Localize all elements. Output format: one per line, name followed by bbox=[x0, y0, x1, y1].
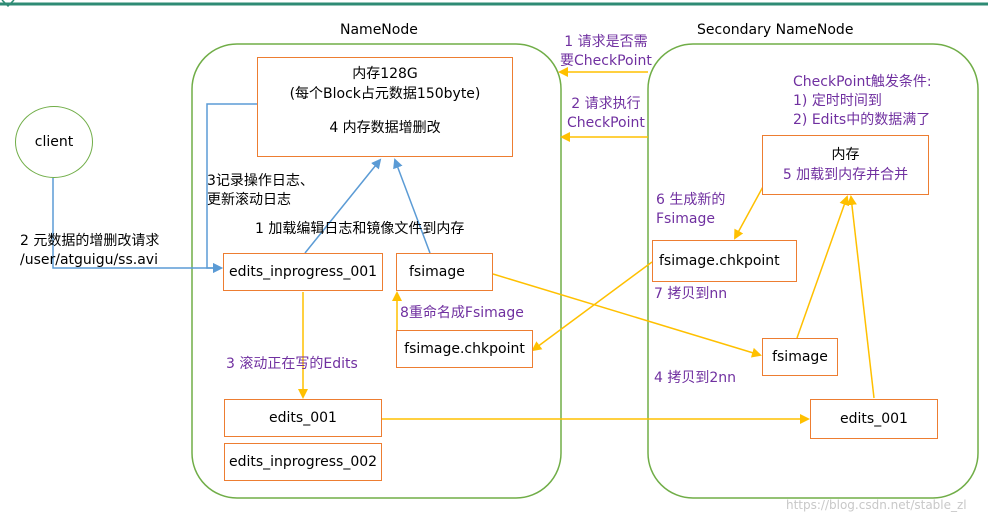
edits-inprogress-002-box: edits_inprogress_002 bbox=[224, 443, 382, 481]
arrow-fsimage-copy-to-2nn bbox=[492, 273, 762, 358]
client-label: client bbox=[34, 134, 74, 150]
memory-crud-note: 4 内存数据增删改 bbox=[329, 120, 441, 136]
arrow-chkpoint-copy-to-nn bbox=[531, 261, 653, 352]
label-request-checkpoint: 1 请求是否需 要CheckPoint bbox=[560, 33, 652, 71]
nn-fsimage-box: fsimage bbox=[396, 253, 493, 291]
arrow-fsimage-to-2nn-memory bbox=[796, 195, 850, 339]
arrow-generate-fsimage bbox=[734, 182, 766, 240]
nn-fsimage-chkpoint-box: fsimage.chkpoint bbox=[396, 330, 533, 368]
namenode-title: NameNode bbox=[340, 22, 418, 38]
arrow-client-to-edits bbox=[52, 178, 223, 273]
label-generate-fsimage-line2: Fsimage bbox=[656, 211, 715, 227]
label-log-ops-line2: 更新滚动日志 bbox=[207, 192, 291, 208]
snn-memory-merge: 5 加载到内存并合并 bbox=[782, 167, 909, 183]
arrow-edits-to-2nn-memory bbox=[846, 195, 875, 399]
label-copy-to-nn: 7 拷贝到nn bbox=[654, 286, 728, 302]
label-client-request-path: /user/atguigu/ss.avi bbox=[20, 252, 158, 268]
label-roll-edits: 3 滚动正在写的Edits bbox=[226, 356, 358, 372]
memory-block-note: (每个Block占元数据150byte) bbox=[289, 86, 481, 102]
checkpoint-trigger-conditions: CheckPoint触发条件: 1) 定时时间到 2) Edits中的数据满了 bbox=[793, 73, 932, 130]
snn-edits-001-label: edits_001 bbox=[840, 411, 908, 427]
snn-edits-001-box: edits_001 bbox=[810, 399, 938, 439]
nn-edits-001-label: edits_001 bbox=[269, 410, 337, 426]
snn-fsimage-label: fsimage bbox=[772, 349, 828, 365]
label-exec-checkpoint-line2: CheckPoint bbox=[567, 115, 645, 131]
label-client-request-line1: 2 元数据的增删改请求 bbox=[20, 233, 160, 249]
memory-size: 内存128G bbox=[352, 66, 418, 82]
nn-fsimage-chkpoint-label: fsimage.chkpoint bbox=[404, 341, 525, 357]
snn-memory-title: 内存 bbox=[831, 147, 860, 163]
snn-fsimage-chkpoint-box: fsimage.chkpoint bbox=[652, 240, 797, 282]
arrow-memory-to-edits bbox=[206, 103, 257, 273]
client-node: client bbox=[15, 106, 93, 178]
watermark: https://blog.csdn.net/stable_zl bbox=[786, 498, 967, 512]
top-chevron bbox=[1, 0, 15, 8]
edits-inprogress-001-box: edits_inprogress_001 bbox=[223, 253, 383, 291]
edits-inprogress-002-label: edits_inprogress_002 bbox=[228, 454, 378, 470]
trigger-condition-1: 1) 定时时间到 bbox=[793, 93, 882, 109]
label-generate-fsimage: 6 生成新的 Fsimage bbox=[656, 191, 725, 229]
label-request-checkpoint-line1: 1 请求是否需 bbox=[564, 34, 648, 50]
label-load-to-memory: 1 加载编辑日志和镜像文件到内存 bbox=[255, 221, 465, 237]
label-copy-to-2nn: 4 拷贝到2nn bbox=[654, 370, 737, 386]
namenode-memory-box: 内存128G (每个Block占元数据150byte) 4 内存数据增删改 bbox=[257, 57, 513, 157]
snn-fsimage-box: fsimage bbox=[762, 338, 838, 376]
label-exec-checkpoint: 2 请求执行 CheckPoint bbox=[567, 95, 645, 133]
secondary-namenode-title: Secondary NameNode bbox=[697, 22, 854, 38]
label-exec-checkpoint-line1: 2 请求执行 bbox=[571, 96, 641, 112]
label-rename-fsimage: 8重命名成Fsimage bbox=[400, 305, 524, 321]
edits-inprogress-001-label: edits_inprogress_001 bbox=[228, 264, 378, 280]
nn-fsimage-label: fsimage bbox=[409, 264, 465, 280]
secondary-namenode-container bbox=[647, 43, 979, 499]
namenode-container bbox=[191, 43, 562, 499]
nn-edits-001-box: edits_001 bbox=[224, 399, 382, 437]
label-log-ops-line1: 3记录操作日志、 bbox=[207, 173, 314, 189]
trigger-condition-2: 2) Edits中的数据满了 bbox=[793, 112, 931, 128]
arrow-fsimage-load-to-memory bbox=[393, 158, 431, 254]
trigger-title: CheckPoint触发条件: bbox=[793, 74, 932, 90]
snn-fsimage-chkpoint-label: fsimage.chkpoint bbox=[659, 253, 780, 269]
label-request-checkpoint-line2: 要CheckPoint bbox=[560, 53, 652, 69]
label-log-ops: 3记录操作日志、 更新滚动日志 bbox=[207, 172, 314, 210]
label-generate-fsimage-line1: 6 生成新的 bbox=[656, 192, 726, 208]
label-client-request: 2 元数据的增删改请求 /user/atguigu/ss.avi bbox=[20, 232, 159, 270]
arrow-edits-load-to-memory bbox=[304, 158, 382, 254]
snn-memory-box: 内存 5 加载到内存并合并 bbox=[762, 135, 929, 195]
